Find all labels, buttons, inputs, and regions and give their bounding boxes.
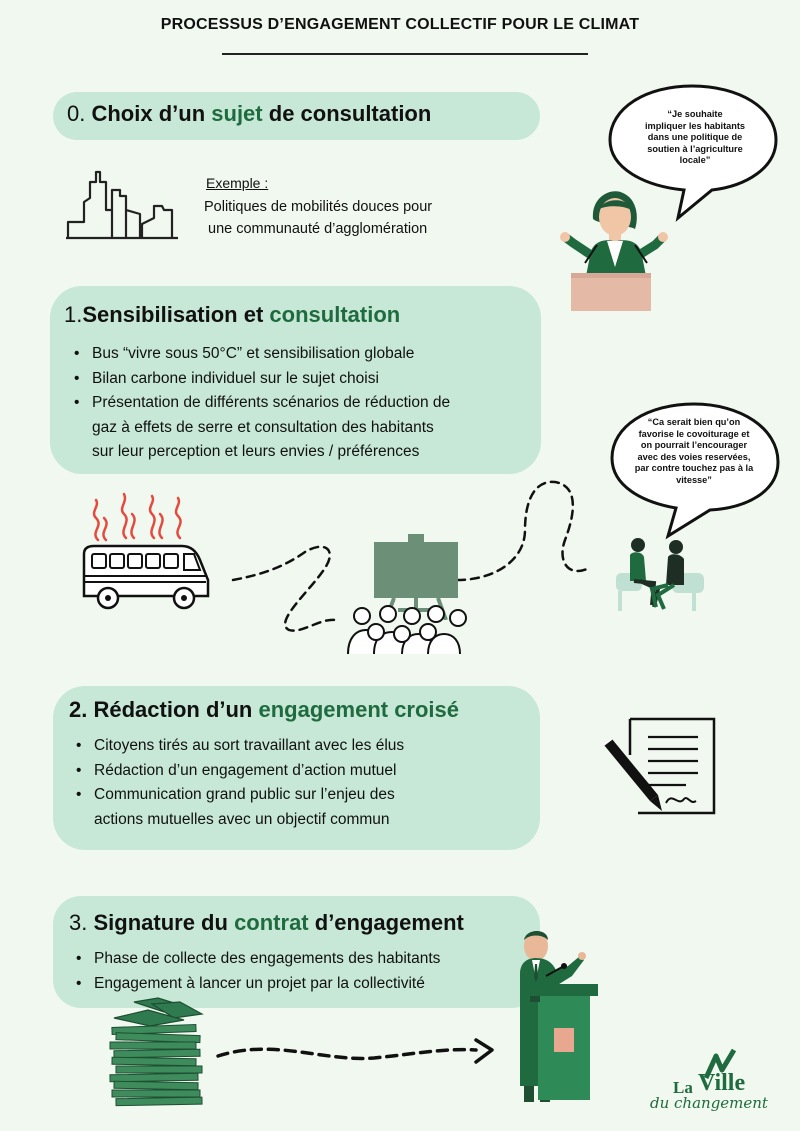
list-item: Rédaction d’un engagement d’action mutue… [74, 759, 534, 784]
step1-bullets: Bus “vivre sous 50°C” et sensibilisation… [72, 342, 542, 465]
list-item: Communication grand public sur l’enjeu d… [74, 783, 534, 808]
logo-leaf-icon [703, 1048, 737, 1080]
example-line: une communauté d’agglomération [208, 221, 428, 237]
quote-bubble-2: “Ca serait bien qu’on favorise le covoit… [620, 417, 768, 486]
quote-line: locale” [679, 155, 711, 165]
step0-pill [53, 92, 540, 140]
step3-title-pre: Signature du [93, 910, 228, 935]
speaker-woman-icon [560, 191, 668, 311]
quote-line: on pourrait l’encourager [640, 440, 748, 450]
step2-number: 2. [69, 697, 88, 722]
step3-bullets: Phase de collecte des engagements des ha… [74, 947, 544, 996]
podium-icon [530, 984, 598, 1100]
quote-line: “Ca serait bien qu’on [647, 417, 741, 427]
quote-line: “Je souhaite [667, 109, 723, 119]
list-item-continued: gaz à effets de serre et consultation de… [92, 418, 434, 436]
money-stack-icon [109, 997, 204, 1107]
step0-title-pre: Choix d’un [91, 101, 206, 126]
city-skyline-icon [66, 170, 178, 240]
audience-icon [347, 605, 467, 655]
step2-bullets: Citoyens tirés au sort travaillant avec … [74, 734, 534, 832]
step3-title-post: d’engagement [314, 910, 464, 935]
step2-title: 2. Rédaction d’un engagement croisé [69, 697, 459, 723]
quote-line: impliquer les habitants [644, 120, 746, 131]
conversation-icon [616, 538, 704, 611]
step0-title: 0. Choix d’un sujet de consultation [67, 101, 431, 127]
quote-line: vitesse” [676, 474, 712, 485]
step0-title-post: de consultation [268, 101, 432, 126]
quote-line: favorise le covoiturage et [638, 428, 750, 439]
list-item: Engagement à lancer un projet par la col… [74, 972, 544, 997]
bus-icon [82, 544, 210, 610]
list-item: Bilan carbone individuel sur le sujet ch… [72, 367, 542, 392]
logo-ville: Ville [698, 1070, 746, 1096]
heat-waves-icon [92, 492, 182, 542]
quote-line: avec des voies reservées, [637, 451, 751, 462]
logo-la: La [673, 1078, 693, 1097]
step1-title-pre: Sensibilisation et [82, 302, 264, 327]
quote-bubble-1: “Je souhaite impliquer les habitants dan… [626, 109, 764, 167]
list-item: Présentation de différents scénarios de … [72, 391, 542, 416]
dashed-path [231, 480, 591, 632]
step1-title-highlight: consultation [269, 302, 401, 327]
list-item-continued: sur leur perception et leurs envies / pr… [92, 443, 420, 460]
speech-bubble-icon [610, 402, 780, 540]
step0-number: 0. [67, 101, 86, 126]
list-item: Bus “vivre sous 50°C” et sensibilisation… [72, 342, 542, 367]
step3-title: 3. Signature du contrat d’engagement [69, 910, 464, 936]
example-line: Politiques de mobilités douces pour [204, 199, 433, 215]
step0-title-highlight: sujet [211, 101, 263, 126]
step3-number: 3. [69, 910, 88, 935]
list-item: Phase de collecte des engagements des ha… [74, 947, 544, 972]
contract-pen-icon [603, 717, 716, 815]
list-item-continued: actions mutuelles avec un objectif commu… [94, 810, 390, 828]
logo-subtitle: du changement [650, 1094, 768, 1112]
title-underline [222, 53, 588, 55]
speech-bubble-icon [608, 84, 778, 222]
dashed-arrow [216, 1038, 494, 1064]
quote-line: soutien à l’agriculture [647, 143, 743, 154]
page-title: PROCESSUS D’ENGAGEMENT COLLECTIF POUR LE… [160, 16, 640, 33]
example-text: Politiques de mobilités douces pour une … [204, 196, 504, 240]
step3-title-highlight: contrat [234, 910, 309, 935]
quote-line: par contre touchez pas à la [634, 463, 754, 473]
step2-title-pre: Rédaction d’un [93, 697, 253, 722]
list-item: Citoyens tirés au sort travaillant avec … [74, 734, 534, 759]
step2-title-highlight: engagement croisé [258, 697, 460, 722]
step1-title: 1.Sensibilisation et consultation [64, 302, 400, 328]
quote-line: dans une politique de [647, 132, 743, 142]
example-label: Exemple : [206, 175, 269, 191]
step1-number: 1. [64, 302, 83, 327]
